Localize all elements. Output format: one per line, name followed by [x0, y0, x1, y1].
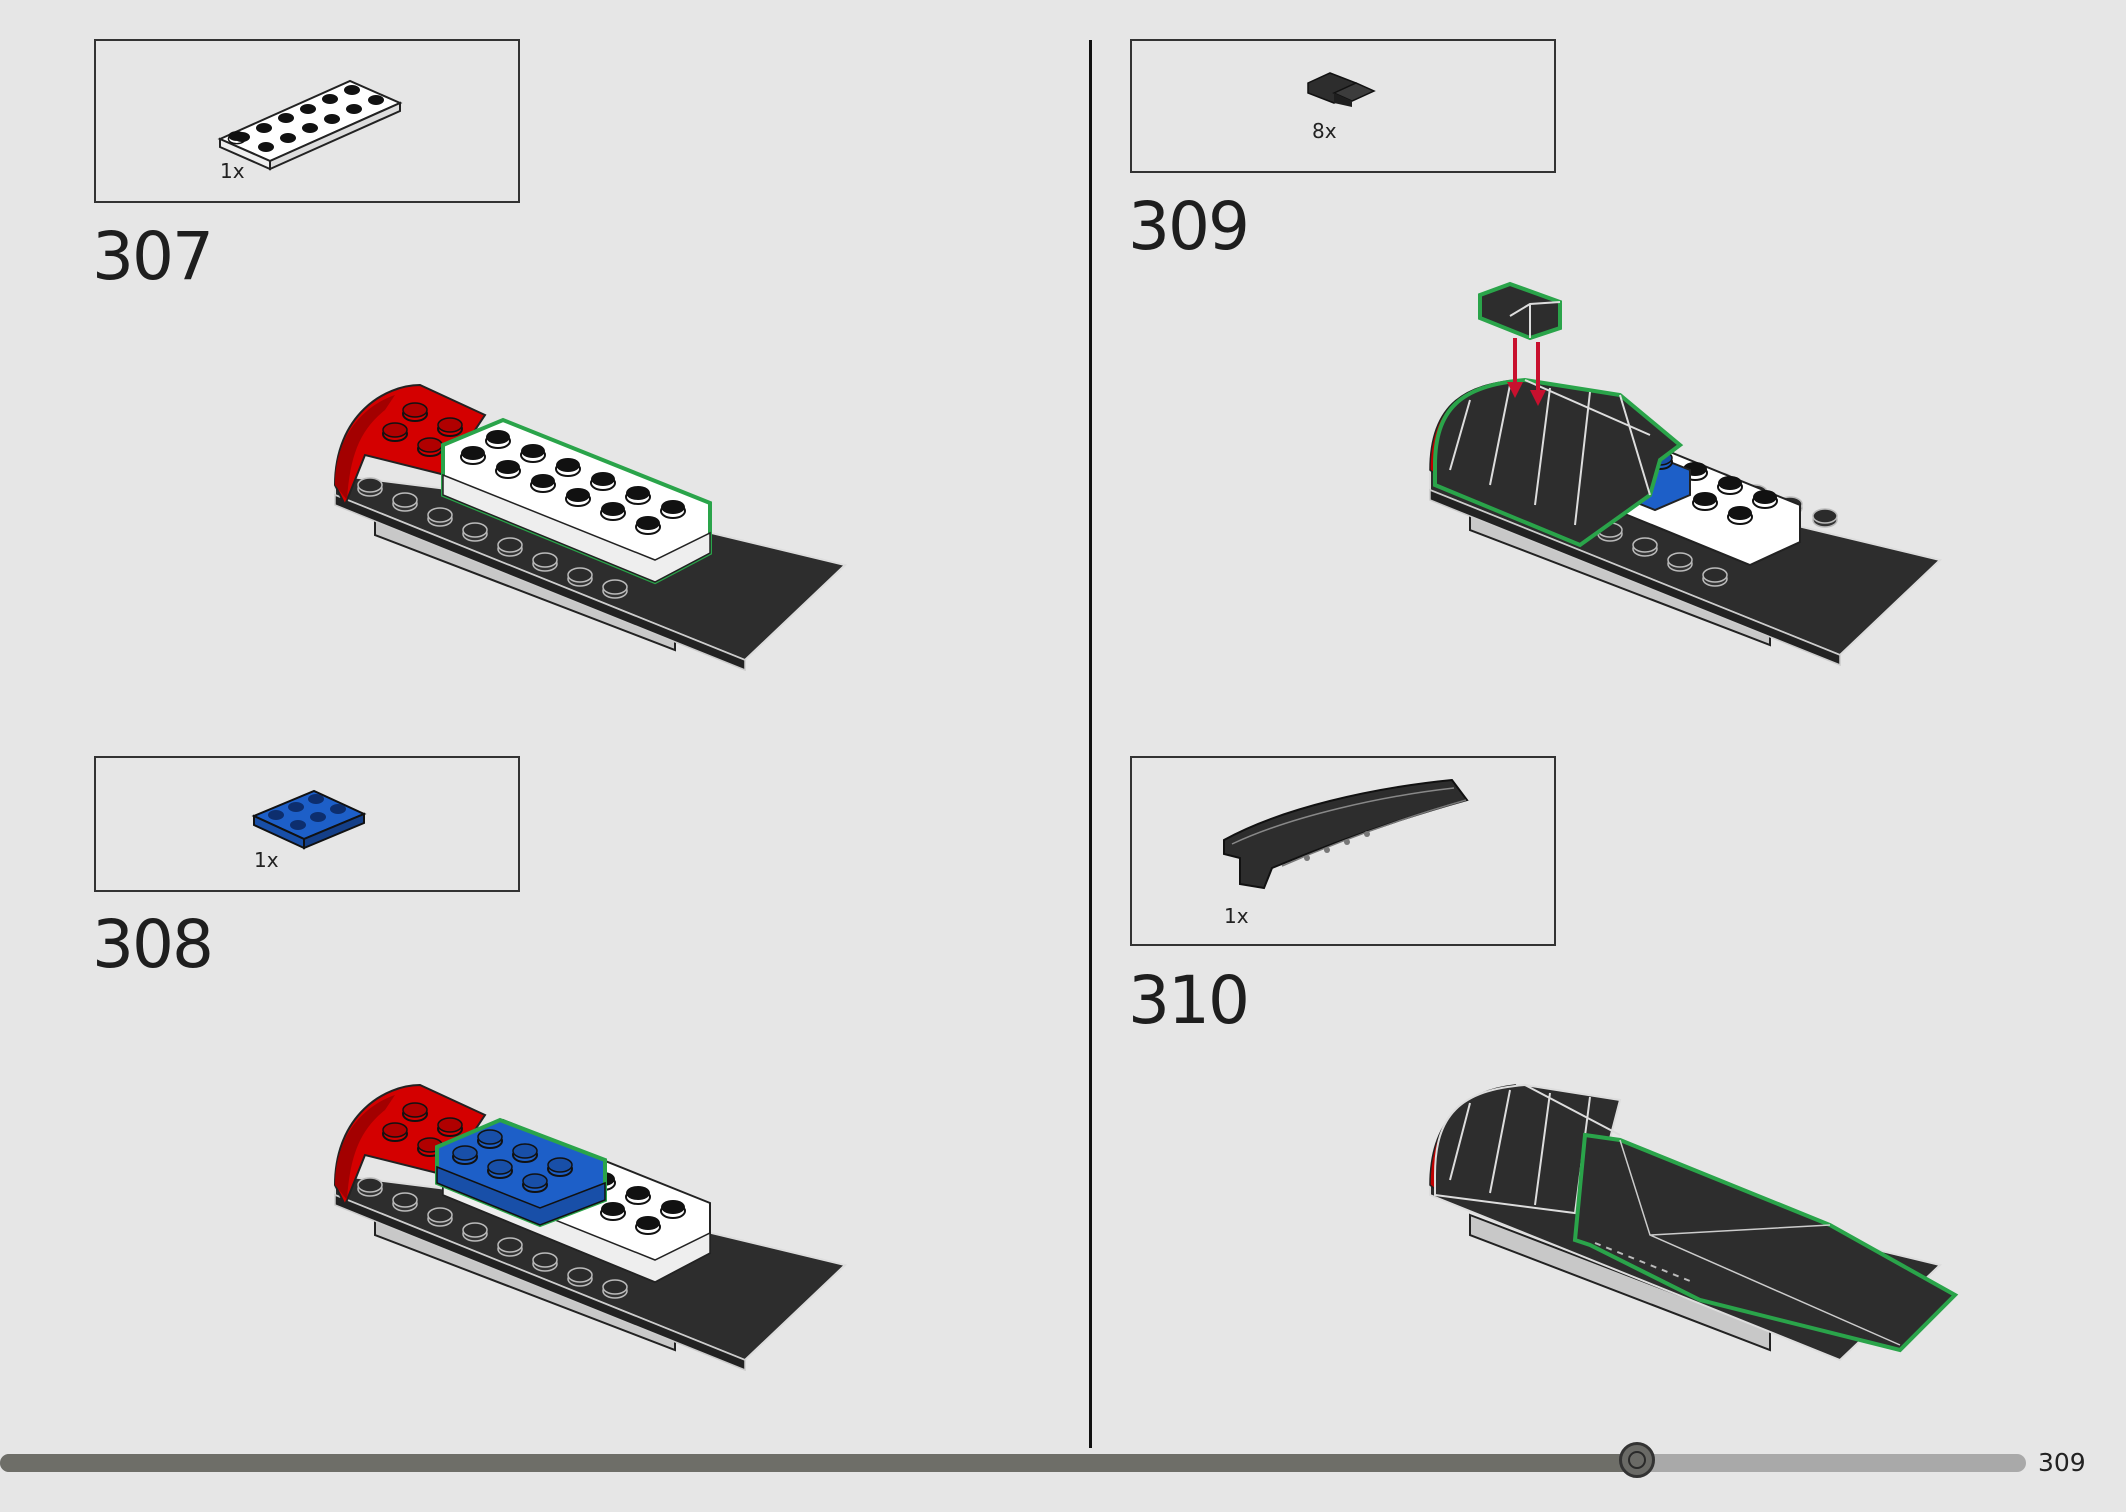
part-quantity: 1x: [254, 848, 279, 872]
parts-callout: 8x: [1130, 39, 1556, 173]
step-number: 310: [1128, 962, 1250, 1039]
black-wedge-part-icon: [1223, 778, 1469, 890]
page-divider: [1089, 40, 1092, 1448]
blue-plate-part-icon: [251, 789, 367, 850]
black-slope-part-icon: [1307, 72, 1376, 107]
step-307-build-illustration: [333, 383, 848, 672]
step-308-build-illustration: [333, 1083, 848, 1372]
page-number: 309: [2038, 1448, 2086, 1477]
step-310-build-illustration: [1429, 1083, 1959, 1362]
part-quantity: 1x: [220, 159, 245, 183]
progress-slider-handle[interactable]: [1619, 1442, 1655, 1478]
step-number: 308: [92, 906, 214, 983]
white-plate-part-icon: [217, 79, 403, 171]
step-309-build-illustration: [1429, 281, 1943, 667]
parts-callout: 1x: [94, 756, 520, 892]
parts-callout: 1x: [1130, 756, 1556, 946]
step-number: 307: [92, 218, 214, 295]
part-quantity: 8x: [1312, 119, 1337, 143]
part-quantity: 1x: [1224, 904, 1249, 928]
progress-bar[interactable]: [0, 1454, 2026, 1472]
parts-callout: 1x: [94, 39, 520, 203]
step-number: 309: [1128, 188, 1250, 265]
progress-fill: [0, 1454, 1637, 1472]
